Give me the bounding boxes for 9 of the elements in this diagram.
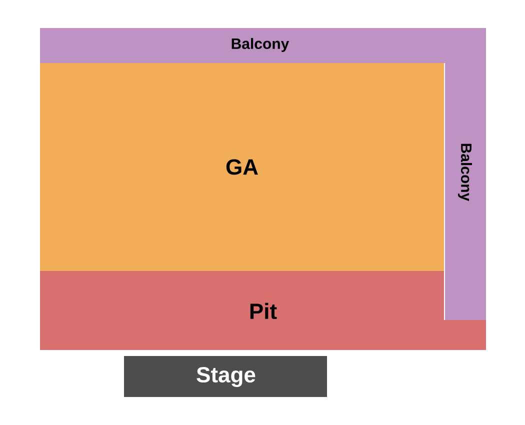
balcony-section — [40, 28, 486, 320]
pit-section — [40, 271, 486, 350]
ga-section — [40, 63, 444, 271]
section-label: GA — [226, 159, 258, 175]
stage-block — [124, 356, 327, 397]
balcony-label: Balcony — [458, 144, 472, 202]
stage-label: Stage — [196, 366, 256, 387]
section-label: Pit — [250, 302, 277, 320]
balcony-label: Balcony — [232, 38, 290, 52]
